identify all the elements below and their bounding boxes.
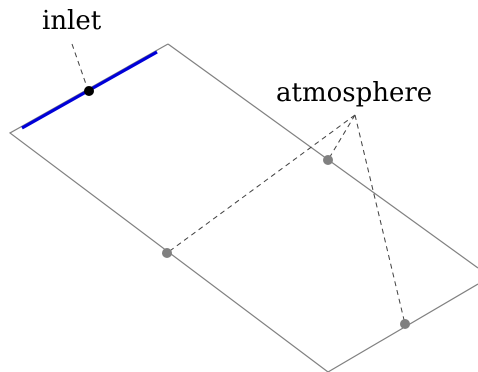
atmosphere-point-left: [162, 248, 172, 258]
inlet-label: inlet: [42, 6, 102, 36]
atmosphere-label: atmosphere: [276, 78, 432, 108]
atmosphere-point-lower: [400, 319, 410, 329]
atmosphere-leader-line-2: [166, 114, 356, 254]
domain-outline: [167, 43, 478, 269]
atmosphere-leader-line-3: [354, 114, 406, 325]
inlet-point: [84, 86, 94, 96]
inlet-leader-line: [71, 43, 89, 91]
atmosphere-leader-line-1: [327, 114, 356, 161]
atmosphere-point-upper: [323, 155, 333, 165]
